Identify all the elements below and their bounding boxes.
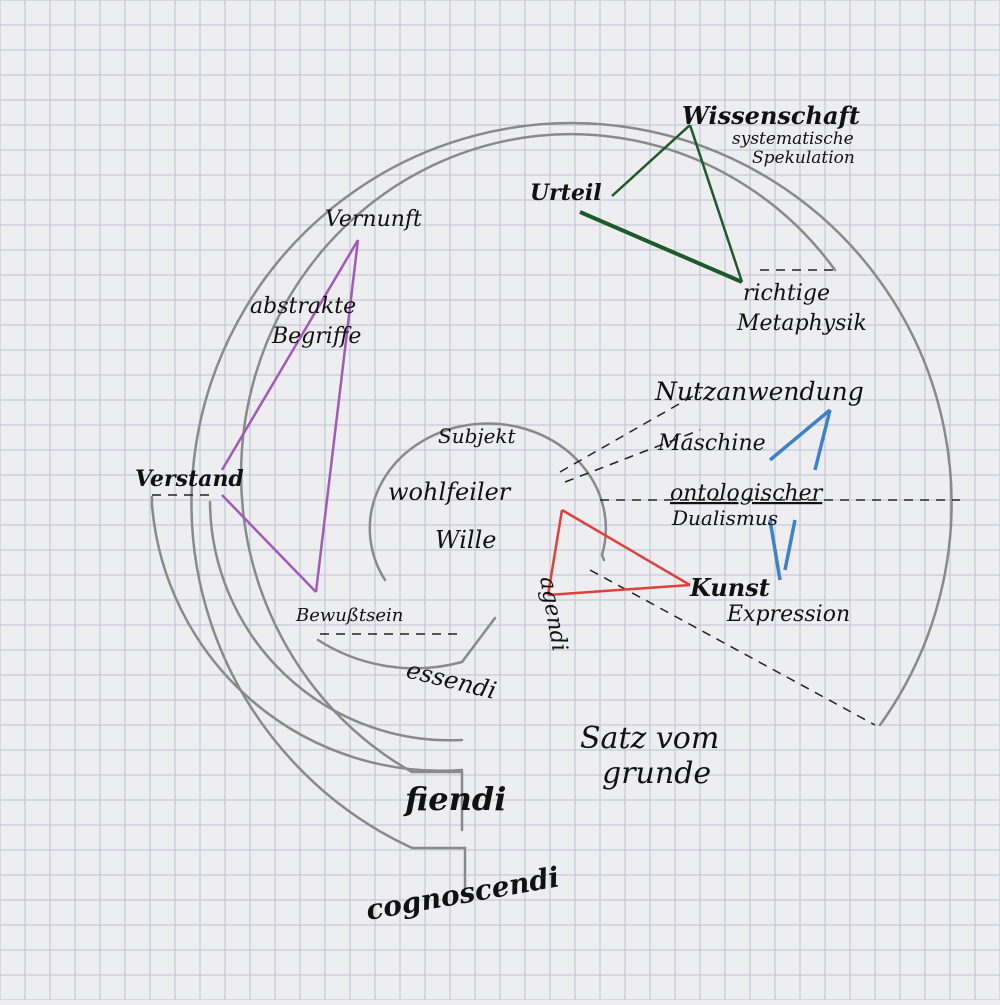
ring-second <box>239 132 837 832</box>
ring-fifth <box>316 616 497 670</box>
purple-triangle <box>220 239 360 593</box>
label-grunde: grunde <box>602 756 711 791</box>
label-begriffe: Begriffe <box>271 324 361 349</box>
label-wohlfeiler: wohlfeiler <box>388 478 512 506</box>
label-maschine: Maschine <box>657 431 766 456</box>
red-triangle <box>546 508 691 597</box>
label-wille: Wille <box>435 526 496 554</box>
dash-maschine <box>564 429 701 483</box>
label-expression: Expression <box>726 602 850 627</box>
label-verstand: Verstand <box>135 466 244 492</box>
label-satz-vom: Satz vom <box>580 721 719 756</box>
label-vernunft: Vernunft <box>325 207 422 232</box>
label-abstrakte: abstrakte <box>250 294 356 319</box>
label-ontologischer: ontologischer <box>670 481 824 506</box>
label-subjekt: Subjekt <box>438 424 517 448</box>
label-fiendi: fiendi <box>403 780 506 818</box>
ring-third <box>150 495 464 772</box>
label-bewusstsein: Bewußtsein <box>295 605 403 626</box>
blue-triangle <box>768 408 832 581</box>
label-metaphysik: Metaphysik <box>736 311 867 336</box>
label-systematische: systematische <box>732 129 854 149</box>
label-spekulation: Spekulation <box>752 148 855 168</box>
label-kunst: Kunst <box>689 573 770 602</box>
label-wissenschaft: Wissenschaft <box>682 101 860 130</box>
green-triangle <box>579 124 744 284</box>
dashed-connectors <box>152 269 960 726</box>
rings <box>150 121 953 890</box>
dash-satz <box>589 569 876 726</box>
label-urteil: Urteil <box>530 180 602 206</box>
dash-nutzanwendung <box>559 391 701 473</box>
label-richtige: richtige <box>743 281 830 306</box>
ring-outer <box>190 121 953 890</box>
label-nutzanwendung: Nutzanwendung <box>654 377 864 406</box>
ring-fourth <box>208 500 464 742</box>
label-dualismus: Dualismus <box>671 506 778 530</box>
